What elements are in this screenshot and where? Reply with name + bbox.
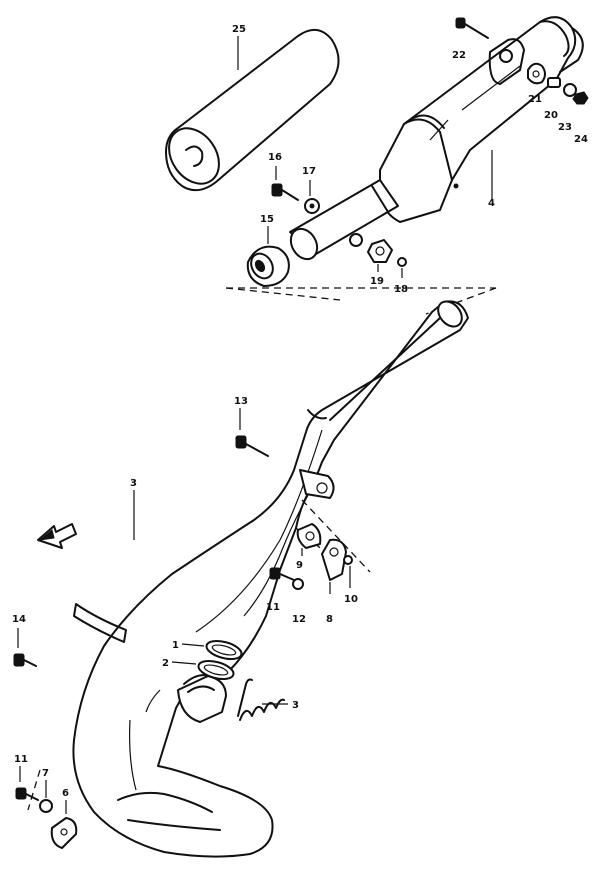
callout-6: 6 — [62, 788, 69, 799]
callout-8: 8 — [326, 614, 333, 625]
callout-21: 21 — [528, 94, 542, 105]
callout-9: 9 — [296, 560, 303, 571]
callout-labels: 25 22 21 20 23 24 16 17 15 4 19 18 13 3 … — [12, 24, 588, 799]
callout-3-pipe: 3 — [130, 478, 137, 489]
part-19-nut — [367, 239, 393, 272]
part-2-gasket — [171, 659, 235, 681]
callout-25: 25 — [232, 24, 246, 35]
callout-7: 7 — [42, 768, 49, 779]
part-7-washer — [39, 780, 53, 813]
callout-10: 10 — [344, 594, 358, 605]
part-1-gasket — [181, 639, 243, 661]
part-9-bracket — [296, 523, 322, 556]
callout-11-upper: 11 — [266, 602, 280, 613]
part-11-bolt-lower — [15, 766, 39, 801]
callout-23: 23 — [558, 122, 572, 133]
part-11-bolt-upper — [269, 567, 295, 581]
callout-18: 18 — [394, 284, 408, 295]
part-16-screw — [271, 166, 299, 201]
part-8-bracket — [321, 538, 347, 594]
part-15-grommet — [246, 226, 290, 287]
callout-14: 14 — [12, 614, 26, 625]
part-6-bracket — [27, 769, 78, 849]
callout-1: 1 — [172, 640, 179, 651]
part-4-silencer — [289, 16, 584, 261]
part-25-sleeve — [165, 29, 340, 192]
part-17-washer — [304, 180, 320, 214]
callout-22: 22 — [452, 50, 466, 61]
part-19-washer — [349, 233, 363, 247]
part-22-bolt — [455, 17, 489, 39]
part-14-bolt — [13, 628, 37, 667]
callout-4: 4 — [488, 198, 495, 209]
part-spring — [237, 678, 288, 721]
part-20-spacer — [547, 77, 561, 88]
callout-13: 13 — [234, 396, 248, 407]
callout-3-spring: 3 — [292, 700, 299, 711]
callout-2: 2 — [162, 658, 169, 669]
callout-19: 19 — [370, 276, 384, 287]
callout-15: 15 — [260, 214, 274, 225]
callout-24: 24 — [574, 134, 588, 145]
part-21-collar — [527, 62, 546, 85]
front-direction-arrow-icon — [37, 523, 77, 549]
part-24-nut — [572, 91, 589, 105]
part-12-washer — [292, 578, 304, 590]
part-23-washer — [563, 83, 577, 97]
callout-17: 17 — [302, 166, 316, 177]
part-10-nut — [343, 555, 353, 588]
callout-12: 12 — [292, 614, 306, 625]
callout-16: 16 — [268, 152, 282, 163]
callout-11-lower: 11 — [14, 754, 28, 765]
part-18-bolt — [397, 257, 407, 278]
callout-20: 20 — [544, 110, 558, 121]
part-13-bolt — [235, 408, 269, 457]
